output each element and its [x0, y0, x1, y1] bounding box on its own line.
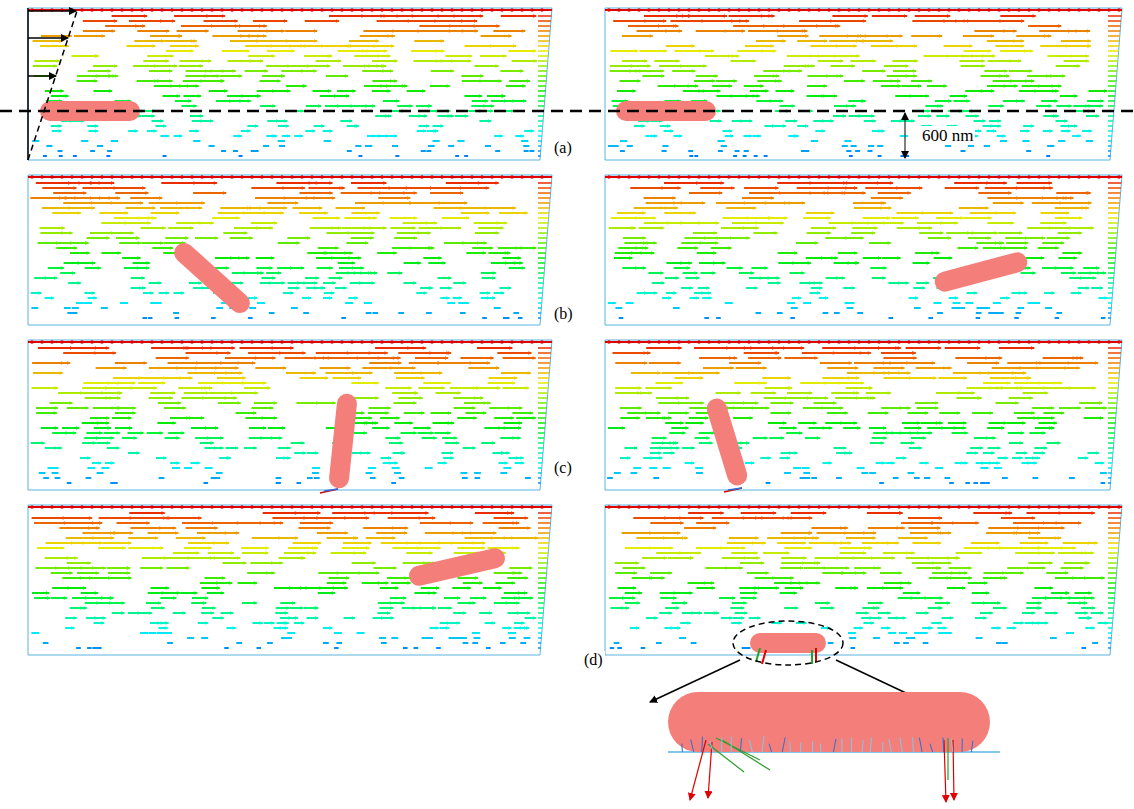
capsule [407, 546, 507, 588]
velocity-profile [28, 8, 78, 160]
panel-label: (b) [552, 305, 575, 323]
flow-panel [28, 175, 552, 325]
capsule [704, 396, 749, 488]
panel-label: (d) [582, 651, 605, 669]
flow-panel [605, 505, 1122, 655]
capsule [328, 393, 358, 490]
centre-line [0, 110, 1134, 113]
zoom-callout [650, 621, 1000, 802]
flow-panel [28, 8, 552, 160]
dimension-label: 600 nm [920, 126, 975, 145]
flow-panel [605, 340, 1122, 490]
flow-panel [605, 8, 1122, 160]
panel-label: (c) [552, 459, 574, 477]
dimension-arrow [905, 113, 906, 158]
capsule [933, 250, 1030, 294]
flow-panel [28, 340, 552, 490]
flow-panel [605, 175, 1122, 325]
capsule [750, 633, 826, 653]
flow-panel [28, 505, 552, 655]
capsule [170, 239, 254, 317]
panel-label: (a) [552, 139, 574, 157]
